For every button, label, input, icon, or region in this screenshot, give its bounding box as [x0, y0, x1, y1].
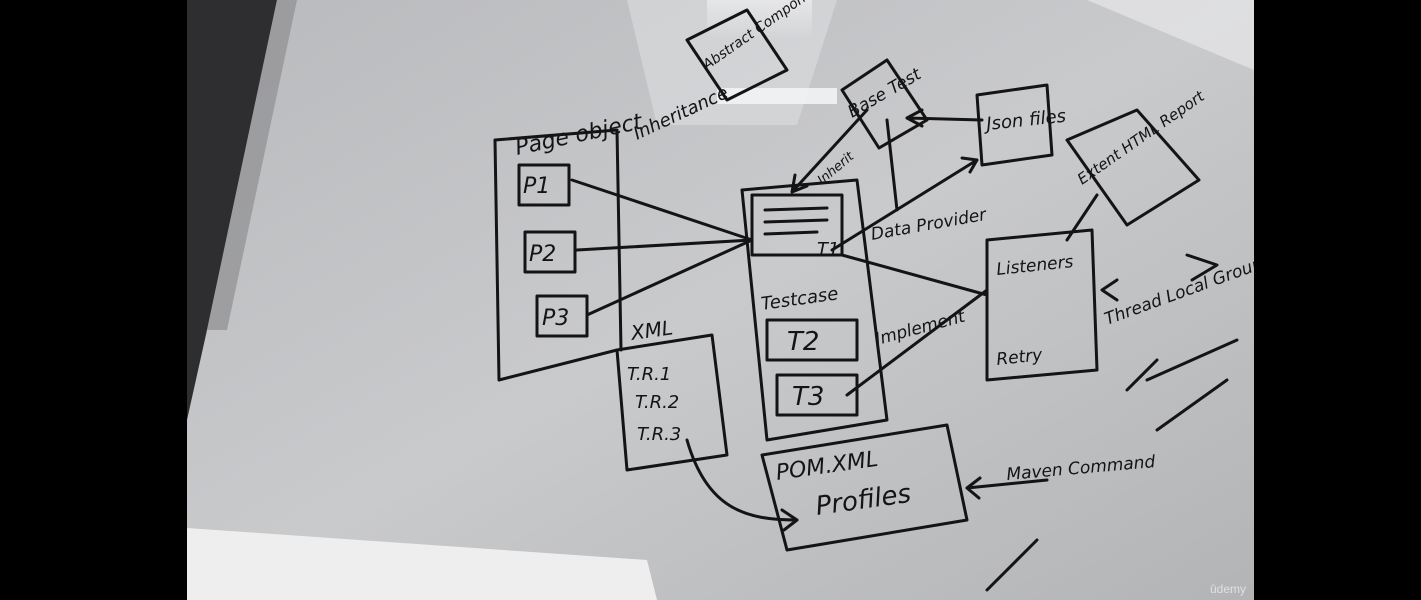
t3-label: T3: [792, 382, 824, 412]
t2-label: T2: [787, 327, 819, 357]
udemy-watermark: ûdemy: [1209, 582, 1246, 596]
tr3-label: T.R.3: [637, 424, 681, 445]
t1-label: T1: [817, 239, 839, 260]
video-frame: Page object P1 P2 P3 Abstract Component …: [187, 0, 1254, 600]
xml-label: XML: [628, 315, 674, 345]
p2-label: P2: [529, 242, 556, 267]
whiteboard-image: Page object P1 P2 P3 Abstract Component …: [187, 0, 1254, 600]
tr1-label: T.R.1: [627, 364, 671, 385]
table-edge: [187, 528, 657, 600]
light-reflection: [717, 88, 837, 104]
retry-label: Retry: [995, 345, 1044, 370]
p3-label: P3: [542, 306, 569, 331]
board-edge-shadow: [187, 0, 277, 420]
p1-label: P1: [523, 174, 550, 199]
tr2-label: T.R.2: [635, 392, 679, 413]
